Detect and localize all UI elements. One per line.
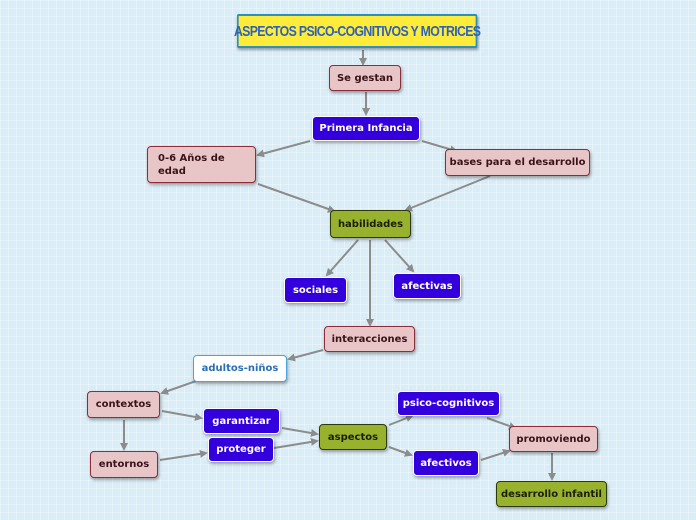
node-entornos[interactable]: entornos (90, 451, 158, 478)
node-aspectos[interactable]: aspectos (319, 424, 387, 450)
edge-aspectos-afectivos (388, 446, 413, 457)
edge-interacciones-adultos (287, 349, 324, 362)
edge-habilidades-sociales (325, 239, 359, 277)
node-afectivas[interactable]: afectivas (393, 273, 461, 299)
edge-afectivos-promoviendo (480, 449, 511, 461)
node-se-gestan[interactable]: Se gestan (329, 65, 401, 91)
edge-bases-habilidades (404, 175, 491, 212)
edge-contextos-garantizar (161, 410, 203, 421)
node-promoviendo[interactable]: promoviendo (509, 426, 598, 452)
node-interacciones[interactable]: interacciones (324, 326, 415, 352)
node-primera-infancia[interactable]: Primera Infancia (312, 116, 420, 141)
node-edad[interactable]: 0-6 Años de edad (147, 146, 256, 183)
page-title: ASPECTOS PSICO-COGNITIVOS Y MOTRICES (234, 14, 481, 48)
node-desarrollo-infantil[interactable]: desarrollo infantil (496, 481, 607, 507)
edge-aspectos-psico (388, 414, 414, 426)
node-adultos-ninos[interactable]: adultos-niños (193, 355, 287, 382)
node-psico-cognitivos[interactable]: psico-cognitivos (397, 391, 500, 416)
edge-entornos-proteger (159, 449, 208, 461)
node-proteger[interactable]: proteger (208, 437, 274, 462)
edge-adultos-contextos (160, 380, 197, 395)
node-bases[interactable]: bases para el desarrollo (445, 149, 590, 176)
node-contextos[interactable]: contextos (87, 391, 160, 418)
edge-primera-infancia-edad (256, 140, 311, 158)
node-afectivos[interactable]: afectivos (413, 450, 479, 476)
edge-edad-habilidades (257, 183, 336, 213)
node-habilidades[interactable]: habilidades (330, 210, 411, 238)
node-sociales[interactable]: sociales (284, 277, 347, 303)
edge-proteger-aspectos (273, 438, 319, 449)
edge-garantizar-aspectos (281, 427, 319, 437)
edge-habilidades-afectivas (384, 239, 415, 273)
node-garantizar[interactable]: garantizar (203, 408, 280, 434)
